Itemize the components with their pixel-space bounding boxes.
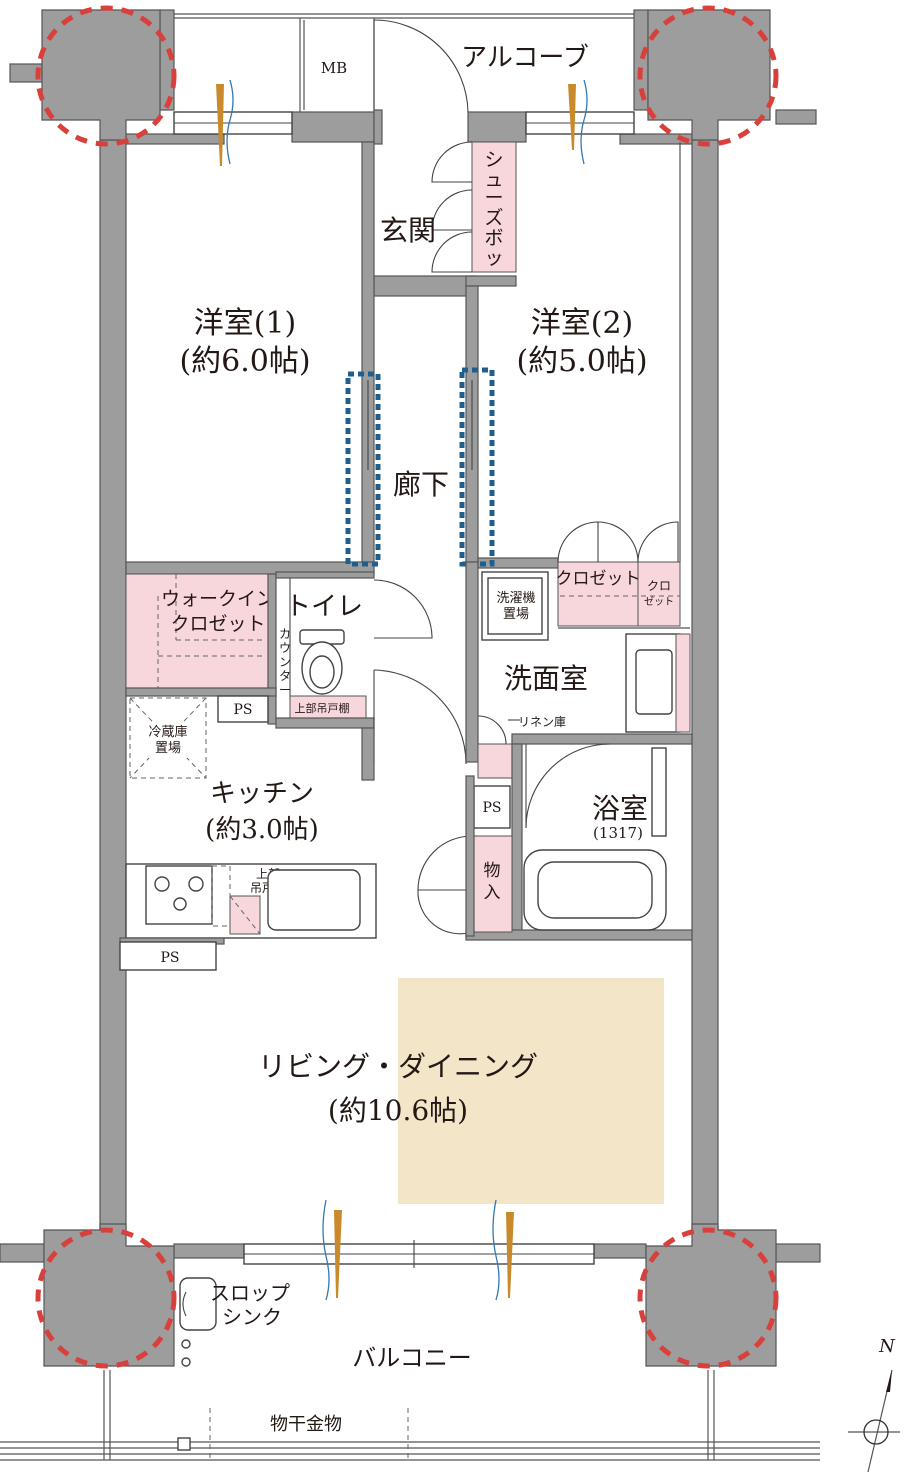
washroom: 洗濯機 置場 洗面室 リネン庫 xyxy=(465,561,693,779)
room1-size: (約6.0帖) xyxy=(179,344,310,379)
living-name: リビング・ダイニング xyxy=(258,1050,538,1083)
hallway-label: 廊下 xyxy=(393,468,449,501)
columns xyxy=(41,9,777,1367)
slop-sink-label-1: スロップ xyxy=(210,1281,290,1305)
fridge-label-2: 置場 xyxy=(155,741,181,756)
living-size: (約10.6帖) xyxy=(328,1094,468,1127)
room-1: 洋室(1) (約6.0帖) xyxy=(125,141,375,575)
bath-label: 浴室 xyxy=(592,792,648,825)
toilet-icon xyxy=(299,629,345,695)
entrance-door[interactable] xyxy=(373,19,469,145)
stove-burner-icon xyxy=(145,865,213,925)
room2-name: 洋室(2) xyxy=(531,306,634,341)
hall-doors[interactable] xyxy=(361,669,467,781)
bathtub-icon xyxy=(523,849,667,931)
top-windows xyxy=(173,79,635,166)
ps-label-kitchen: PS xyxy=(233,702,252,718)
kitchen-sink-icon xyxy=(267,869,361,931)
mb-label: MB xyxy=(321,59,347,77)
fridge-label-1: 冷蔵庫 xyxy=(148,725,187,740)
ps-label-living: PS xyxy=(160,950,179,966)
entrance-label: 玄関 xyxy=(380,214,436,247)
svg-text:ゼット: ゼット xyxy=(644,596,674,608)
walkin-label-2: クロゼット xyxy=(170,613,265,635)
toilet-label: トイレ xyxy=(285,592,363,622)
kitchen: PS 冷蔵庫 置場 キッチン (約3.0帖) 上部 吊戸棚 PS xyxy=(119,695,377,971)
shoe-box: シューズボッ シューズボックス xyxy=(431,141,517,273)
storage-label: 物入 xyxy=(484,861,501,903)
ps-storage: PS 物入 xyxy=(417,775,513,937)
washroom-label: 洗面室 xyxy=(504,662,588,695)
ps-label-bath: PS xyxy=(482,800,501,816)
balcony: スロップ シンク バルコニー 物干金物 xyxy=(177,1277,472,1462)
closet-room2: クロゼット クロ ゼット xyxy=(556,142,681,627)
washer-label-1: 洗濯機 xyxy=(496,591,535,606)
closet-label: クロゼット xyxy=(556,569,641,589)
bathroom: 浴室 (1317) xyxy=(465,743,693,941)
room2-size: (約5.0帖) xyxy=(516,344,647,379)
balcony-windows xyxy=(243,1199,595,1301)
hallway: 廊下 xyxy=(345,367,495,567)
compass-icon: N xyxy=(848,1336,900,1472)
column-markers xyxy=(35,5,779,1369)
svg-text:シューズボックス: シューズボックス xyxy=(494,254,502,257)
shoe-box-label: シューズボッ xyxy=(484,149,503,269)
kitchen-size: (約3.0帖) xyxy=(205,815,319,845)
toilet-upper-shelf: 上部吊戸棚 xyxy=(295,701,350,715)
bath-size: (1317) xyxy=(593,824,643,842)
linen-label: リネン庫 xyxy=(518,715,566,729)
slop-sink-label-2: シンク xyxy=(222,1305,282,1329)
mb-area: MB xyxy=(299,18,375,112)
closet-small-label: クロ xyxy=(647,579,671,593)
washer-label-2: 置場 xyxy=(503,607,529,622)
balcony-label: バルコニー xyxy=(352,1344,472,1372)
walkin-label-1: ウォークイン xyxy=(161,588,275,610)
compass-north: N xyxy=(878,1336,896,1357)
living-dining: リビング・ダイニング (約10.6帖) xyxy=(258,978,664,1204)
alcove-label: アルコーブ xyxy=(461,43,589,73)
kitchen-name: キッチン xyxy=(210,779,314,809)
slop-sink-icon xyxy=(179,1277,217,1367)
room1-name: 洋室(1) xyxy=(194,306,297,341)
clothes-hanger-label: 物干金物 xyxy=(270,1414,342,1435)
walkin-closet: ウォークイン クロゼット xyxy=(125,573,277,725)
counter-label: カウンター xyxy=(279,627,291,697)
toilet-room: トイレ 上部吊戸棚 カウンター xyxy=(275,571,433,729)
